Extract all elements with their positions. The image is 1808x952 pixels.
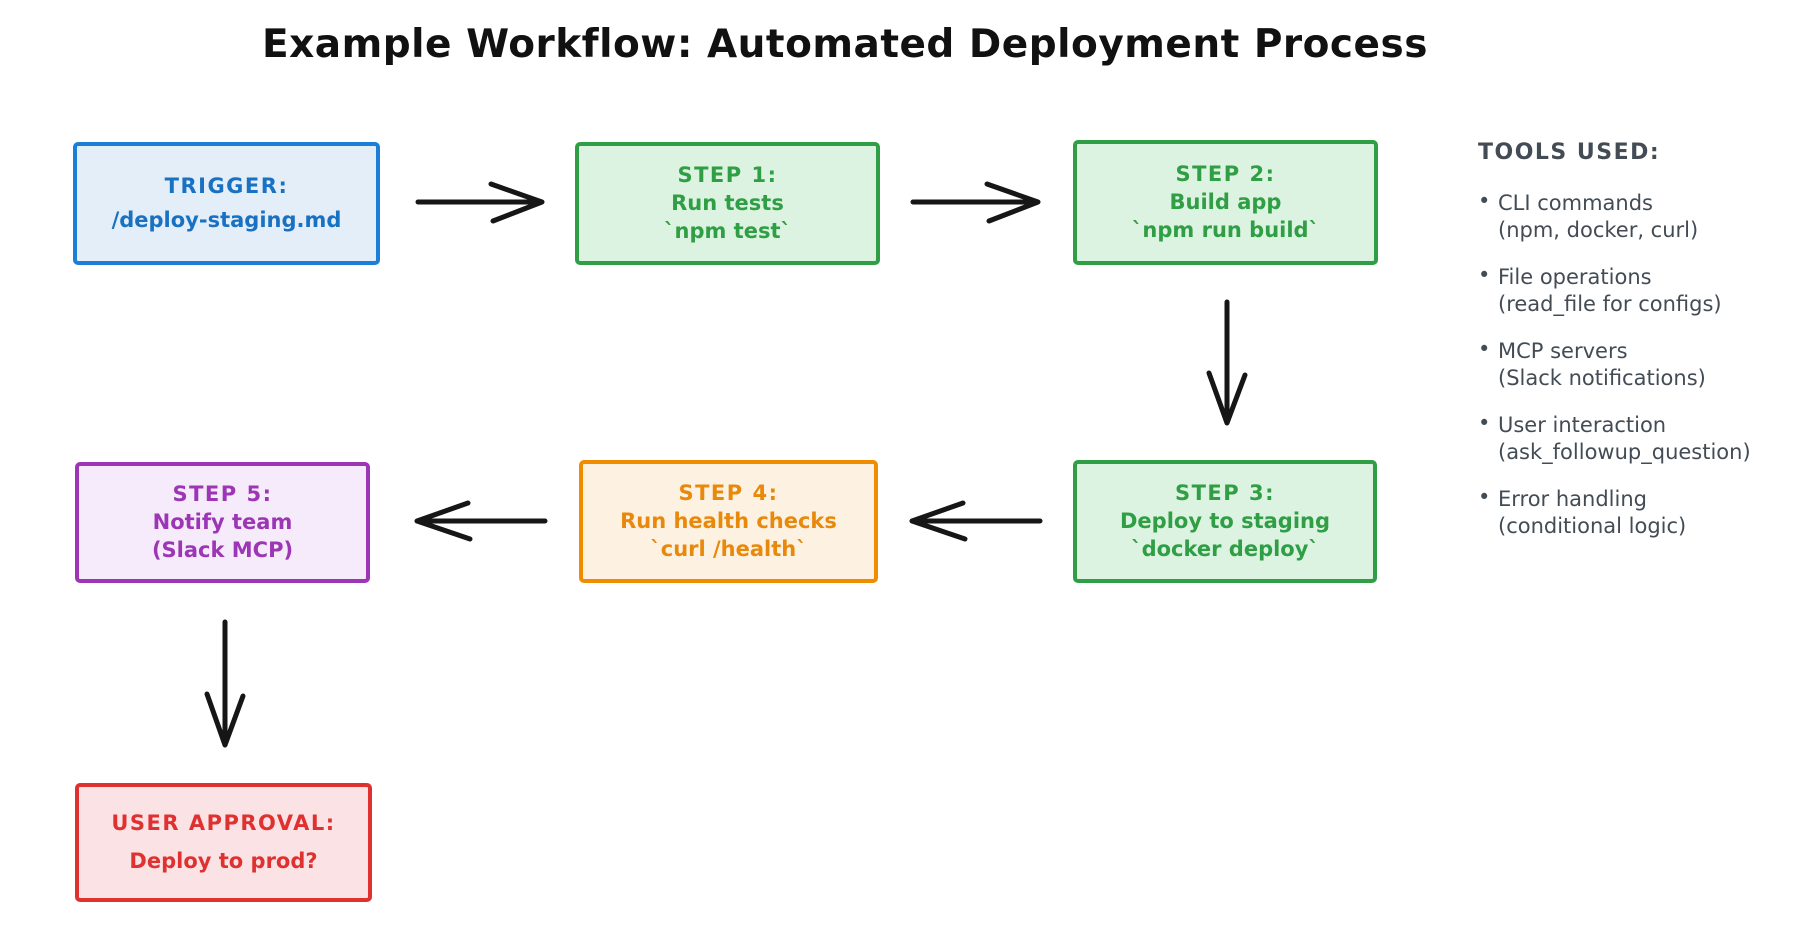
tool-item-user-interaction: • User interaction (ask_followup_questio… [1478, 411, 1798, 466]
tool-detail: (ask_followup_question) [1498, 440, 1751, 464]
tool-name: MCP servers [1498, 339, 1628, 363]
node-step5-title: STEP 5: [172, 482, 273, 506]
node-trigger-line2: /deploy-staging.md [111, 208, 342, 232]
node-step5-line2: Notify team [152, 510, 293, 534]
node-step3-title: STEP 3: [1174, 481, 1275, 505]
node-step4-title: STEP 4: [678, 481, 779, 505]
node-user-approval: USER APPROVAL: Deploy to prod? [75, 783, 372, 902]
tools-panel: TOOLS USED: • CLI commands (npm, docker,… [1478, 140, 1798, 560]
node-user-approval-line2: Deploy to prod? [129, 849, 318, 873]
node-step3: STEP 3: Deploy to staging `docker deploy… [1073, 460, 1377, 583]
bullet-icon: • [1478, 263, 1491, 287]
page-title: Example Workflow: Automated Deployment P… [262, 22, 1428, 67]
node-step1-line2: Run tests [671, 191, 784, 215]
bullet-icon: • [1478, 189, 1491, 213]
node-step2-title: STEP 2: [1175, 162, 1276, 186]
node-step5-line3: (Slack MCP) [151, 538, 294, 562]
node-step2-line3: `npm run build` [1131, 218, 1320, 242]
tools-heading: TOOLS USED: [1478, 140, 1661, 165]
tool-name: Error handling [1498, 487, 1647, 511]
tool-detail: (npm, docker, curl) [1498, 218, 1699, 242]
tool-name: File operations [1498, 265, 1652, 289]
node-step4-line3: `curl /health` [650, 537, 807, 561]
tool-detail: (conditional logic) [1498, 514, 1687, 538]
bullet-icon: • [1478, 411, 1491, 435]
tool-item-file-operations: • File operations (read_file for configs… [1478, 263, 1798, 318]
node-step2-line2: Build app [1169, 190, 1282, 214]
node-trigger-title: TRIGGER: [164, 174, 289, 198]
arrow-step4-to-step5 [414, 500, 548, 542]
node-step1-title: STEP 1: [677, 163, 778, 187]
arrow-step2-to-step3 [1206, 299, 1248, 426]
tool-name: User interaction [1498, 413, 1667, 437]
tool-detail: (Slack notifications) [1498, 366, 1706, 390]
bullet-icon: • [1478, 485, 1491, 509]
tool-item-cli-commands: • CLI commands (npm, docker, curl) [1478, 189, 1798, 244]
arrow-step3-to-step4 [909, 500, 1043, 542]
tool-detail: (read_file for configs) [1498, 292, 1722, 316]
tool-item-mcp-servers: • MCP servers (Slack notifications) [1478, 337, 1798, 392]
node-step4: STEP 4: Run health checks `curl /health` [579, 460, 878, 583]
node-step1-line3: `npm test` [664, 219, 791, 243]
node-user-approval-title: USER APPROVAL: [111, 811, 336, 835]
node-step2: STEP 2: Build app `npm run build` [1073, 140, 1378, 265]
arrow-step1-to-step2 [910, 181, 1041, 224]
node-step3-line2: Deploy to staging [1119, 509, 1331, 533]
tool-item-error-handling: • Error handling (conditional logic) [1478, 485, 1798, 540]
arrow-trigger-to-step1 [415, 181, 545, 224]
tool-name: CLI commands [1498, 191, 1653, 215]
node-step3-line3: `docker deploy` [1131, 537, 1319, 561]
arrow-step5-to-approval [204, 619, 246, 748]
node-trigger: TRIGGER: /deploy-staging.md [73, 142, 380, 265]
node-step4-line2: Run health checks [620, 509, 837, 533]
node-step5: STEP 5: Notify team (Slack MCP) [75, 462, 370, 583]
node-step1: STEP 1: Run tests `npm test` [575, 142, 880, 265]
bullet-icon: • [1478, 337, 1491, 361]
